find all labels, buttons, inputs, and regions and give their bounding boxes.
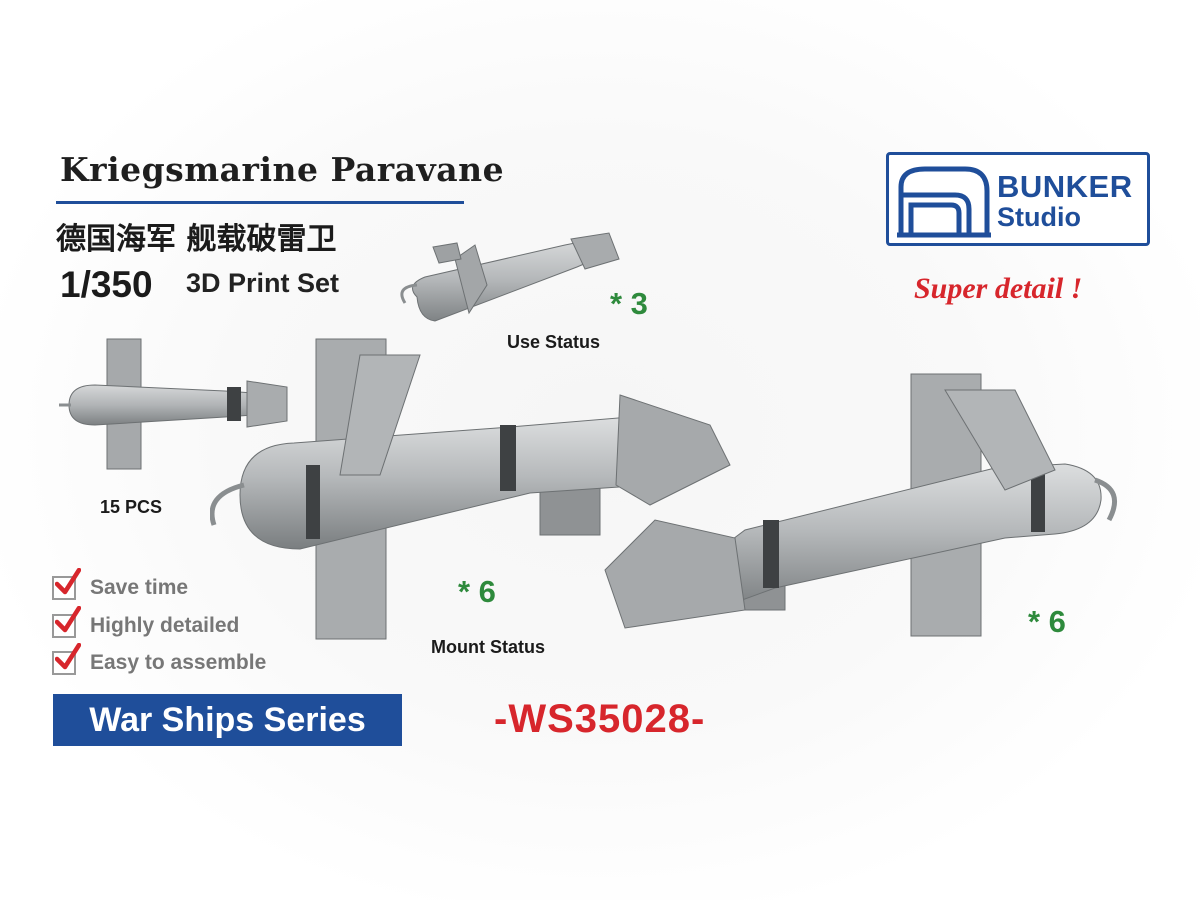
- mount-status-count-right: * 6: [1028, 604, 1066, 639]
- paravane-use-status-image: [400, 232, 620, 322]
- paravane-mount-status-image: [210, 338, 731, 640]
- set-type-label: 3D Print Set: [186, 268, 340, 298]
- use-status-count: * 3: [610, 286, 648, 321]
- checkmark-icon: [55, 643, 81, 670]
- tagline: Super detail !: [914, 272, 1083, 305]
- product-code: -WS35028-: [494, 697, 706, 741]
- bunker-logo-icon: [897, 166, 991, 238]
- mount-status-count-left: * 6: [458, 574, 496, 609]
- feature-item: Easy to assemble: [52, 643, 267, 675]
- brand-name: BUNKER: [997, 169, 1133, 204]
- checkmark-icon: [55, 568, 81, 595]
- feature-item: Save time: [52, 568, 189, 600]
- mount-status-label: Mount Status: [431, 637, 545, 657]
- brand-subname: Studio: [997, 202, 1081, 232]
- pieces-label: 15 PCS: [100, 497, 163, 517]
- feature-label: Save time: [90, 576, 189, 599]
- product-title-chinese: 德国海军 舰载破雷卫: [56, 222, 337, 257]
- series-badge: War Ships Series: [53, 694, 402, 746]
- use-status-label: Use Status: [507, 332, 601, 352]
- scale-label: 1/350: [60, 264, 153, 305]
- bunker-studio-logo: BUNKER Studio: [886, 152, 1150, 246]
- feature-label: Highly detailed: [90, 614, 240, 637]
- paravane-side-view-image: [59, 338, 288, 470]
- paravane-mount-status-image-right: [604, 373, 1118, 637]
- product-title: Kriegsmarine Paravane: [60, 150, 505, 189]
- feature-label: Easy to assemble: [90, 651, 267, 674]
- feature-item: Highly detailed: [52, 606, 240, 638]
- title-underline: [56, 201, 464, 204]
- checkmark-icon: [55, 606, 81, 633]
